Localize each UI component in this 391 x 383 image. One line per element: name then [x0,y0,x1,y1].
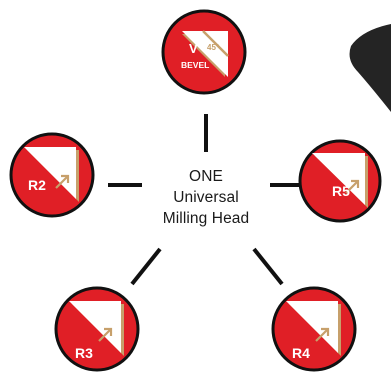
center-label: ONE Universal Milling Head [150,166,262,229]
connector-r3 [130,247,162,286]
r3-label: R3 [75,345,93,361]
badge-r5: R5 [298,139,382,223]
badge-r2: R2 [9,132,95,218]
arrow-icon [345,181,358,194]
badge-bevel: V BEVEL 45° [161,9,247,95]
r4-label: R4 [292,345,310,361]
arrow-icon [98,329,111,342]
bevel-label: V [189,41,198,56]
center-line-universal: Universal [173,189,239,206]
center-line-milling-head: Milling Head [162,210,250,227]
badge-r4: R4 [271,286,357,372]
bevel-sublabel: BEVEL [181,60,209,70]
arrow-icon [55,176,68,189]
connector-r4 [252,247,284,286]
bevel-angle: 45° [207,43,219,52]
milling-head-silhouette [349,24,391,112]
center-line-one: ONE [189,168,223,185]
badge-r3: R3 [54,286,140,372]
r5-label: R5 [332,183,350,199]
r2-label: R2 [28,177,46,193]
arrow-icon [315,329,328,342]
